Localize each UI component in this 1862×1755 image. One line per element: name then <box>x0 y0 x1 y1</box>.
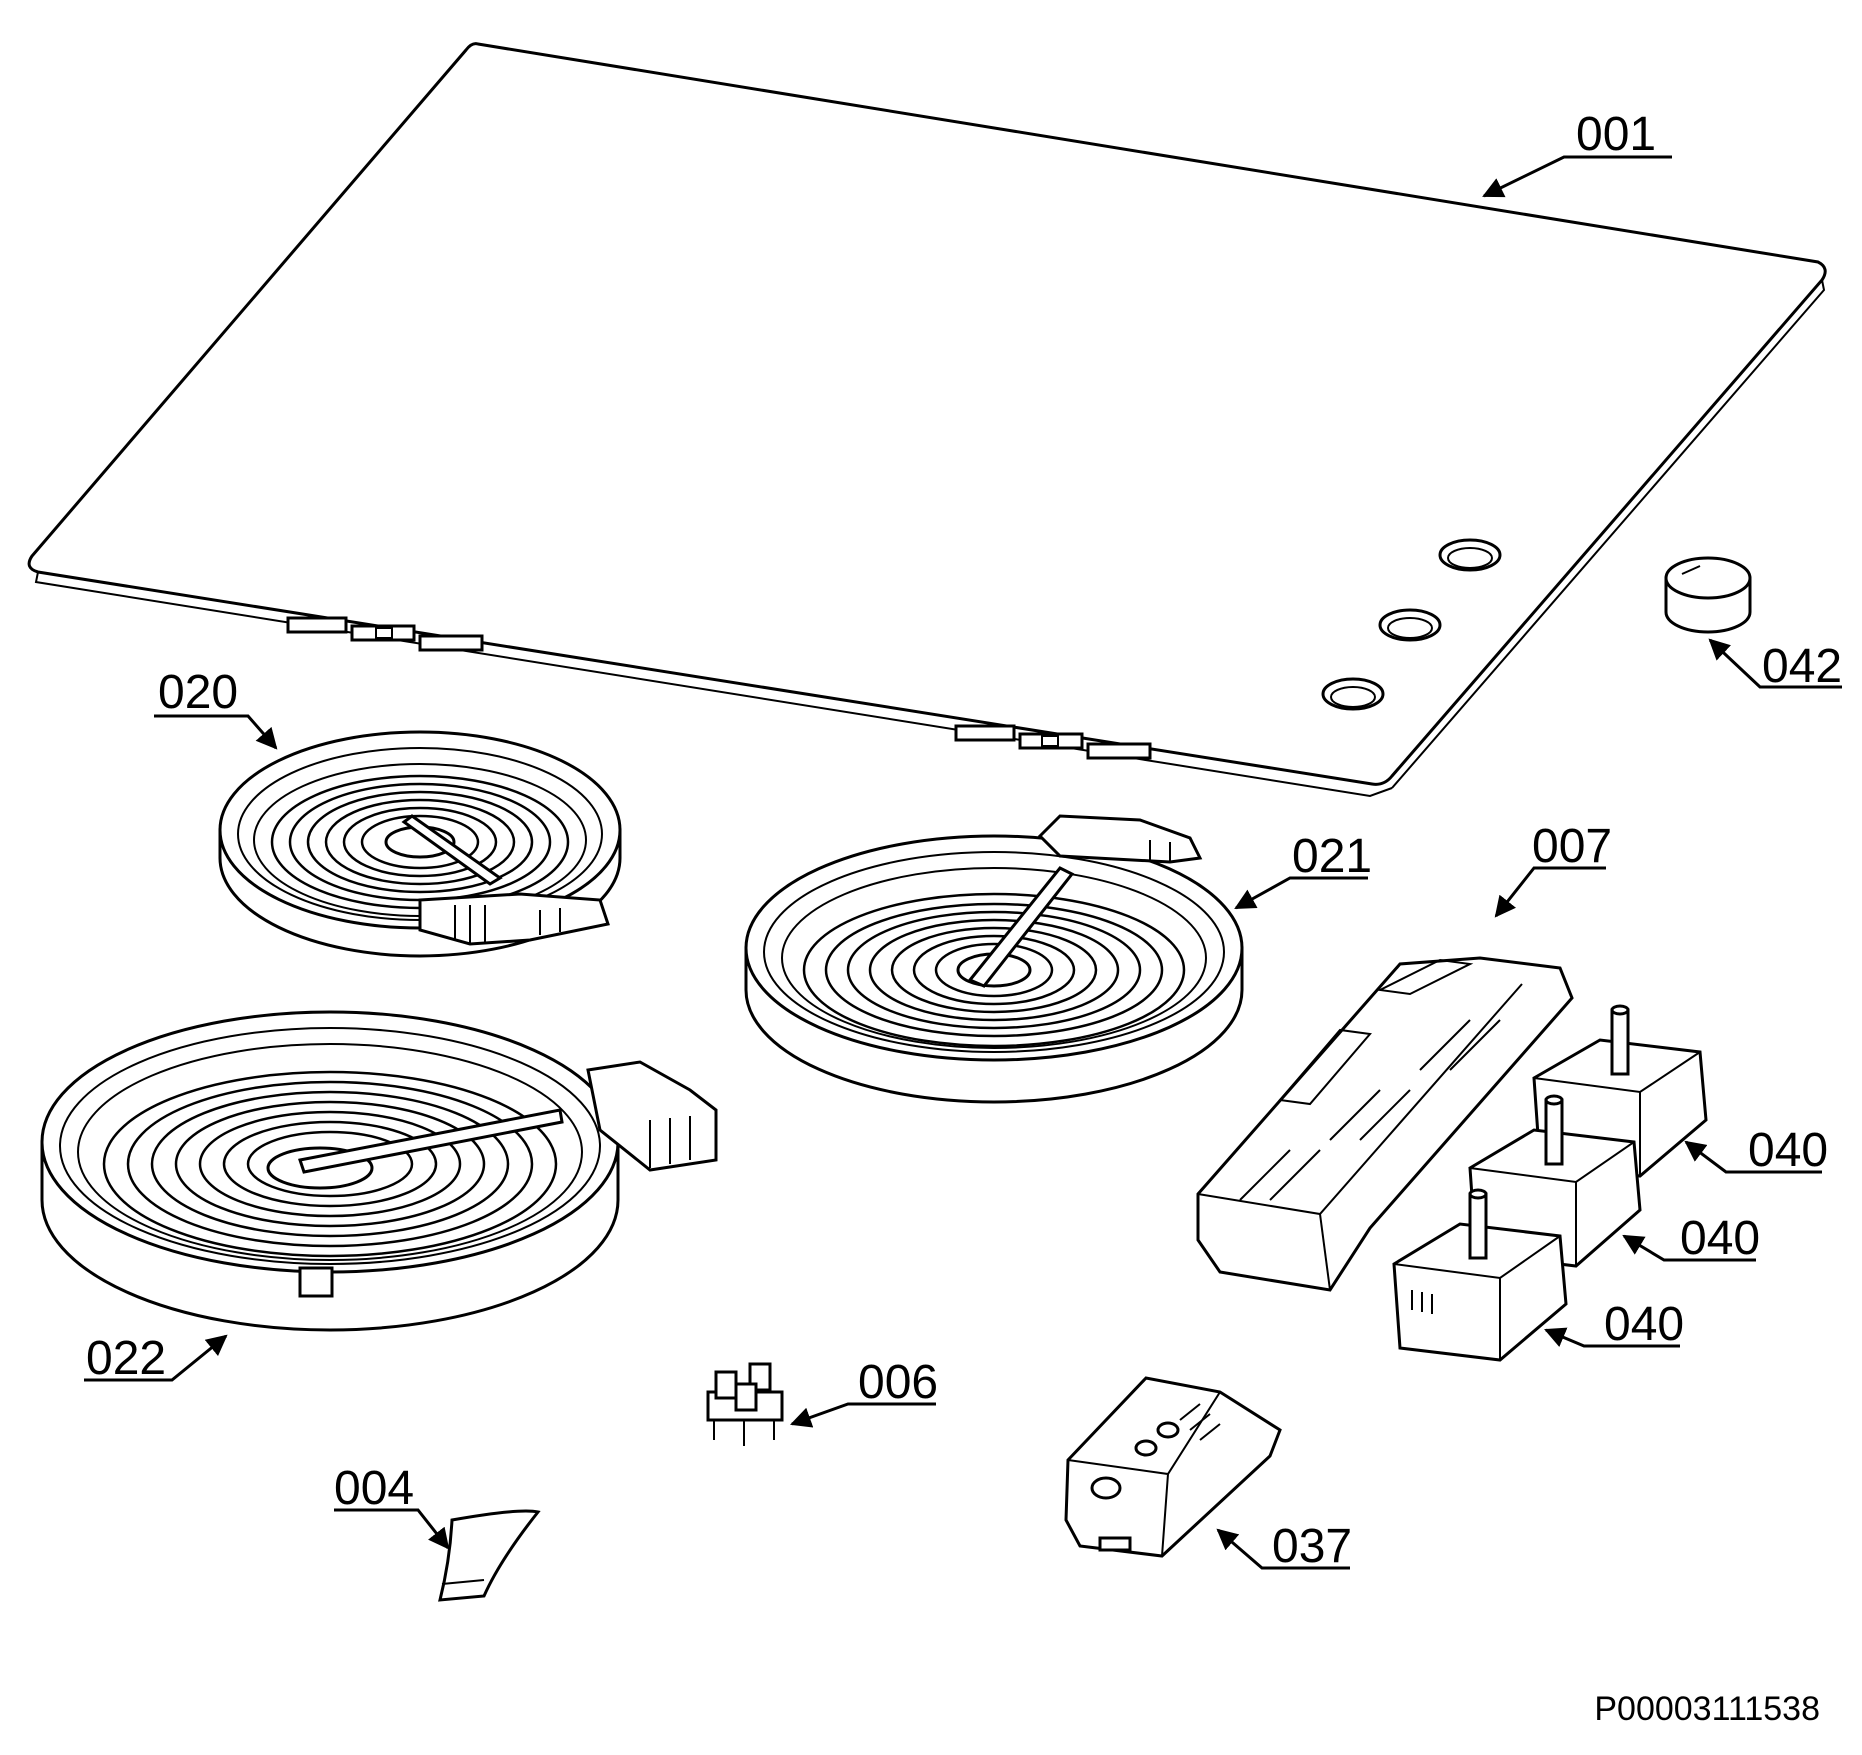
callout-042: 042 <box>1762 640 1842 693</box>
callout-022: 022 <box>86 1332 166 1385</box>
callout-labels: 001 042 020 021 007 022 040 040 040 006 … <box>86 108 1842 1573</box>
callout-020: 020 <box>158 666 238 719</box>
part-energy-regulator-3 <box>1392 1188 1568 1362</box>
part-control-knob <box>1664 556 1752 634</box>
underside-clips-left <box>286 616 484 652</box>
underside-clips-right <box>954 724 1152 760</box>
callout-037: 037 <box>1272 1520 1352 1573</box>
callout-021: 021 <box>1292 830 1372 883</box>
callout-007: 007 <box>1532 820 1612 873</box>
terminal-block-022 <box>586 1060 718 1172</box>
part-heating-element-large <box>40 1010 718 1332</box>
callout-006: 006 <box>858 1356 938 1409</box>
document-id: P00003111538 <box>1594 1690 1820 1728</box>
part-heating-element-medium <box>744 814 1244 1104</box>
callout-040-top: 040 <box>1748 1124 1828 1177</box>
control-knob-hole-3 <box>1321 677 1385 711</box>
part-glass-top <box>27 42 1827 798</box>
callout-040-bottom: 040 <box>1604 1298 1684 1351</box>
part-heating-element-small <box>218 730 622 958</box>
terminal-block-020 <box>418 892 610 946</box>
part-connector-tray <box>1196 956 1574 1292</box>
part-terminal-block <box>1064 1376 1282 1558</box>
callout-004: 004 <box>334 1462 414 1515</box>
leader-lines <box>84 155 1842 1570</box>
callout-040-middle: 040 <box>1680 1212 1760 1265</box>
part-strap-clip <box>438 1509 541 1602</box>
control-knob-hole-2 <box>1378 608 1442 642</box>
part-small-terminal <box>706 1362 784 1446</box>
callout-001: 001 <box>1576 108 1656 161</box>
control-knob-hole-1 <box>1438 538 1502 572</box>
terminal-block-021 <box>1037 814 1203 864</box>
